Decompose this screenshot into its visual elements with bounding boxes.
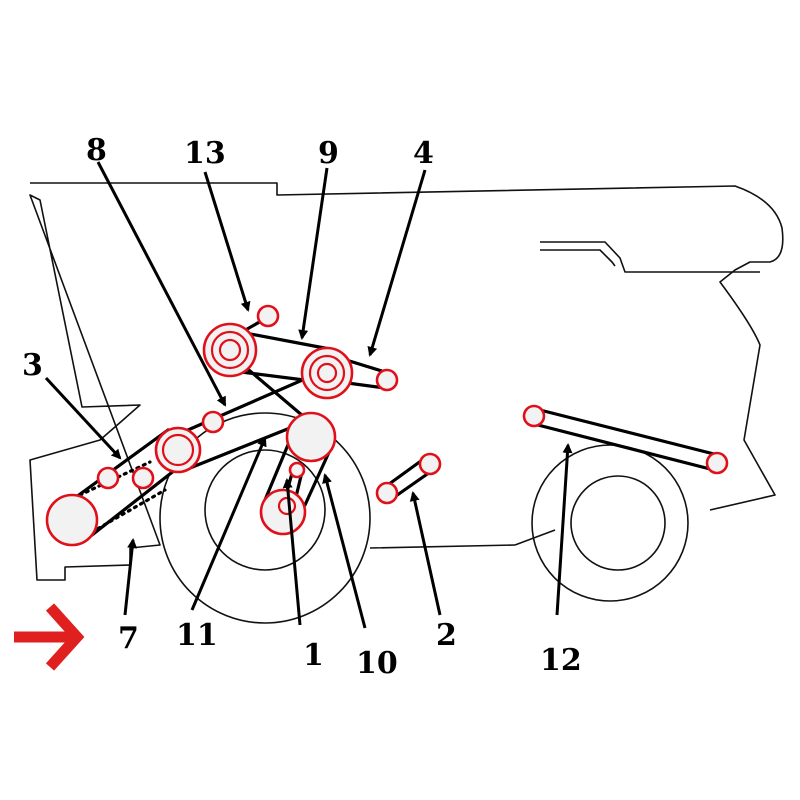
label-8: 8 bbox=[86, 133, 107, 168]
label-7: 7 bbox=[118, 621, 139, 656]
travel-direction-arrow-icon bbox=[14, 603, 85, 671]
cab-and-body-outline bbox=[29, 182, 784, 581]
front-wheel-hub bbox=[204, 449, 326, 571]
callout-arrow-10 bbox=[322, 473, 367, 629]
belt-9-upper bbox=[238, 330, 337, 352]
combine-outline bbox=[29, 182, 784, 581]
belt-10-right bbox=[303, 448, 332, 507]
pulley-4-idler bbox=[375, 368, 399, 392]
pulleys bbox=[45, 304, 729, 547]
callout-labels: 8 13 9 4 3 7 11 1 10 2 12 bbox=[22, 133, 582, 681]
belt-3-upper bbox=[70, 428, 170, 502]
pulley-feeder-idler bbox=[96, 466, 120, 490]
front-wheel-outer bbox=[159, 412, 371, 624]
label-4: 4 bbox=[413, 136, 434, 171]
callout-arrow-2 bbox=[409, 491, 442, 616]
belt-12-lower bbox=[532, 422, 716, 472]
callout-arrow-7 bbox=[123, 538, 138, 616]
grain-tank-rail bbox=[540, 241, 760, 273]
label-10: 10 bbox=[356, 646, 398, 681]
callout-arrow-11 bbox=[190, 436, 267, 611]
pulley-main-right-core bbox=[316, 362, 338, 384]
pulley-1-idler bbox=[288, 461, 306, 479]
pulley-13-idler bbox=[256, 304, 280, 328]
belt-12-upper bbox=[530, 406, 720, 457]
label-3: 3 bbox=[22, 348, 43, 383]
callout-arrow-8 bbox=[96, 161, 227, 407]
label-1: 1 bbox=[303, 638, 324, 673]
callout-arrow-13 bbox=[203, 171, 251, 312]
belts bbox=[70, 314, 720, 537]
pulley-feeder-large bbox=[45, 493, 99, 547]
callout-arrow-1 bbox=[282, 478, 302, 626]
grain-tank-rail-lower bbox=[540, 249, 616, 267]
pulley-12-left bbox=[522, 404, 546, 428]
belt-8-drop bbox=[241, 363, 312, 424]
label-12: 12 bbox=[540, 643, 582, 678]
pulley-cylinder bbox=[285, 411, 337, 463]
label-9: 9 bbox=[318, 136, 339, 171]
rear-wheel-hub bbox=[570, 475, 666, 571]
pulley-beater-ring bbox=[161, 433, 195, 467]
label-11: 11 bbox=[176, 618, 218, 653]
belt-3-dotted-upper bbox=[78, 460, 152, 497]
pulley-12-right bbox=[705, 451, 729, 475]
rear-frame-line bbox=[514, 529, 556, 546]
label-2: 2 bbox=[436, 618, 457, 653]
belt-7-dotted bbox=[90, 488, 167, 534]
callout-arrow-3 bbox=[44, 376, 122, 460]
pulley-2-lower bbox=[375, 481, 399, 505]
pulley-main-left-ring bbox=[210, 330, 250, 370]
callout-arrow-4 bbox=[367, 169, 427, 357]
label-13: 13 bbox=[184, 136, 226, 171]
pulley-2-upper bbox=[418, 452, 442, 476]
belt-10-left bbox=[263, 438, 292, 502]
belt-2-upper bbox=[383, 456, 427, 489]
pulley-lower-core bbox=[277, 496, 297, 516]
callout-arrow-9 bbox=[298, 167, 329, 340]
callout-arrow-12 bbox=[555, 443, 573, 616]
callout-arrows bbox=[44, 161, 573, 629]
pulley-idler-11 bbox=[201, 410, 225, 434]
pulley-main-left-core bbox=[218, 338, 242, 362]
pulley-feeder-idler-2 bbox=[131, 466, 155, 490]
pulley-main-right-ring bbox=[308, 354, 346, 392]
